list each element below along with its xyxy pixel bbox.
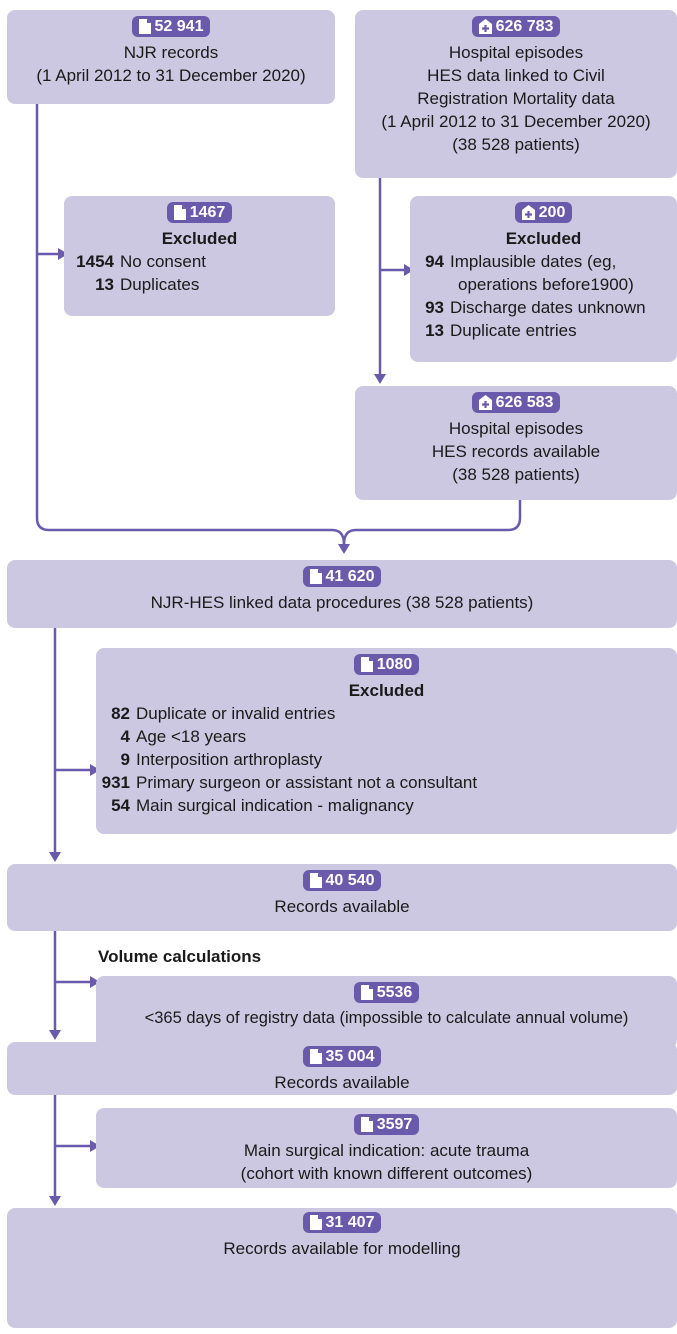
hes-available-badge: 626 583 xyxy=(471,392,561,413)
njr-count-badge: 52 941 xyxy=(131,16,211,37)
trauma-excluded-badge: 3597 xyxy=(353,1114,420,1135)
document-icon xyxy=(360,657,373,672)
hes-episodes-box: 626 783 Hospital episodes HES data linke… xyxy=(355,10,677,178)
document-icon xyxy=(309,569,322,584)
procedures-excluded-title: Excluded xyxy=(348,681,425,700)
njr-line2: (1 April 2012 to 31 December 2020) xyxy=(36,66,306,85)
records-available-badge-2: 35 004 xyxy=(302,1046,382,1067)
njr-records-box: 52 941 NJR records (1 April 2012 to 31 D… xyxy=(7,10,335,104)
document-icon xyxy=(360,985,373,1000)
procedures-excluded-badge: 1080 xyxy=(353,654,420,675)
hes-line1: Hospital episodes xyxy=(448,43,584,62)
hes-excluded-badge: 200 xyxy=(514,202,573,223)
final-records-box: 31 407 Records available for modelling xyxy=(7,1208,677,1328)
document-icon xyxy=(138,19,151,34)
linked-procedures-box: 41 620 NJR-HES linked data procedures (3… xyxy=(7,560,677,628)
hes-available-line2: HES records available xyxy=(431,442,601,461)
hospital-icon xyxy=(521,205,535,220)
document-icon xyxy=(309,1049,322,1064)
hes-line4: (1 April 2012 to 31 December 2020) xyxy=(381,112,651,131)
hes-line3: Registration Mortality data xyxy=(417,89,615,108)
records-available-label-1: Records available xyxy=(274,897,410,916)
njr-line1: NJR records xyxy=(123,43,219,62)
document-icon xyxy=(360,1117,373,1132)
hospital-icon xyxy=(478,395,492,410)
volume-calculations-label: Volume calculations xyxy=(98,947,262,966)
njr-to-merge-line xyxy=(35,104,346,545)
trauma-excluded-line2: (cohort with known different outcomes) xyxy=(240,1164,533,1183)
document-icon xyxy=(309,873,322,888)
document-icon xyxy=(173,205,186,220)
hes-available-line3: (38 528 patients) xyxy=(452,465,580,484)
final-records-badge: 31 407 xyxy=(302,1212,382,1233)
hes-available-box: 626 583 Hospital episodes HES records av… xyxy=(355,386,677,500)
records-available-label-2: Records available xyxy=(274,1073,410,1092)
hes-line5: (38 528 patients) xyxy=(452,135,580,154)
hes-count-badge: 626 783 xyxy=(471,16,561,37)
records-available-badge-1: 40 540 xyxy=(302,870,382,891)
njr-excluded-title: Excluded xyxy=(161,229,238,248)
volume-excluded-box: 5536 <365 days of registry data (impossi… xyxy=(96,976,677,1048)
merge-arrowhead xyxy=(338,544,350,554)
final-records-label: Records available for modelling xyxy=(223,1239,461,1258)
linked-line1: NJR-HES linked data procedures (38 528 p… xyxy=(150,593,534,612)
document-icon xyxy=(309,1215,322,1230)
hes-excluded-title: Excluded xyxy=(505,229,582,248)
njr-excluded-badge: 1467 xyxy=(166,202,233,223)
trauma-excluded-box: 3597 Main surgical indication: acute tra… xyxy=(96,1108,677,1188)
hospital-icon xyxy=(478,19,492,34)
linked-count-badge: 41 620 xyxy=(302,566,382,587)
records-available-box-1: 40 540 Records available xyxy=(7,864,677,931)
volume-excluded-line1: <365 days of registry data (impossible t… xyxy=(144,1009,629,1027)
hes-available-line1: Hospital episodes xyxy=(448,419,584,438)
trauma-excluded-line1: Main surgical indication: acute trauma xyxy=(243,1141,530,1160)
records-available-box-2: 35 004 Records available xyxy=(7,1042,677,1095)
volume-excluded-badge: 5536 xyxy=(353,982,420,1003)
hes-line2: HES data linked to Civil xyxy=(427,66,605,85)
